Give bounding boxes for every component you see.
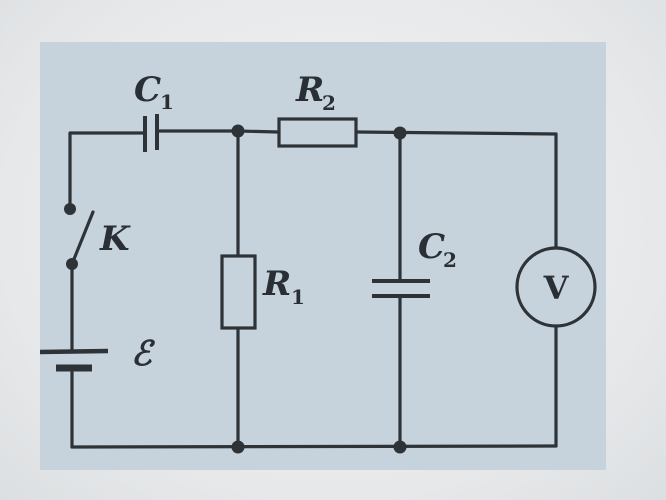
wire-bottom (70, 444, 558, 449)
wires (68, 129, 558, 449)
label-emf: ℰ (131, 334, 156, 374)
textbook-page (40, 42, 606, 470)
label-c2: C (418, 227, 445, 267)
wire-top-left (68, 131, 146, 210)
junction-dots (231, 124, 407, 454)
capacitor-c2 (372, 279, 430, 298)
junction-bottom-r1 (231, 440, 245, 454)
junction-bottom-c2 (393, 440, 407, 454)
wire-junction-to-r2 (236, 129, 280, 134)
resistor-r1 (220, 254, 257, 330)
capacitor-c1 (143, 114, 159, 152)
label-r2: R (295, 70, 324, 110)
junction-top-r1 (231, 124, 245, 138)
label-c1-subscript: 1 (160, 90, 174, 114)
label-r2-subscript: 2 (322, 91, 336, 115)
resistor-r2 (277, 117, 358, 148)
wire-r2-to-right (355, 130, 558, 136)
label-c1: C (134, 70, 161, 110)
label-voltmeter: V (543, 269, 570, 307)
battery (39, 348, 109, 372)
switch-k (64, 203, 95, 270)
label-r1: R (262, 264, 291, 304)
label-k: K (99, 219, 131, 259)
label-r1-subscript: 1 (291, 285, 305, 309)
label-c2-subscript: 2 (443, 248, 457, 272)
voltmeter-circle (515, 246, 597, 328)
junction-top-c2 (393, 126, 407, 140)
